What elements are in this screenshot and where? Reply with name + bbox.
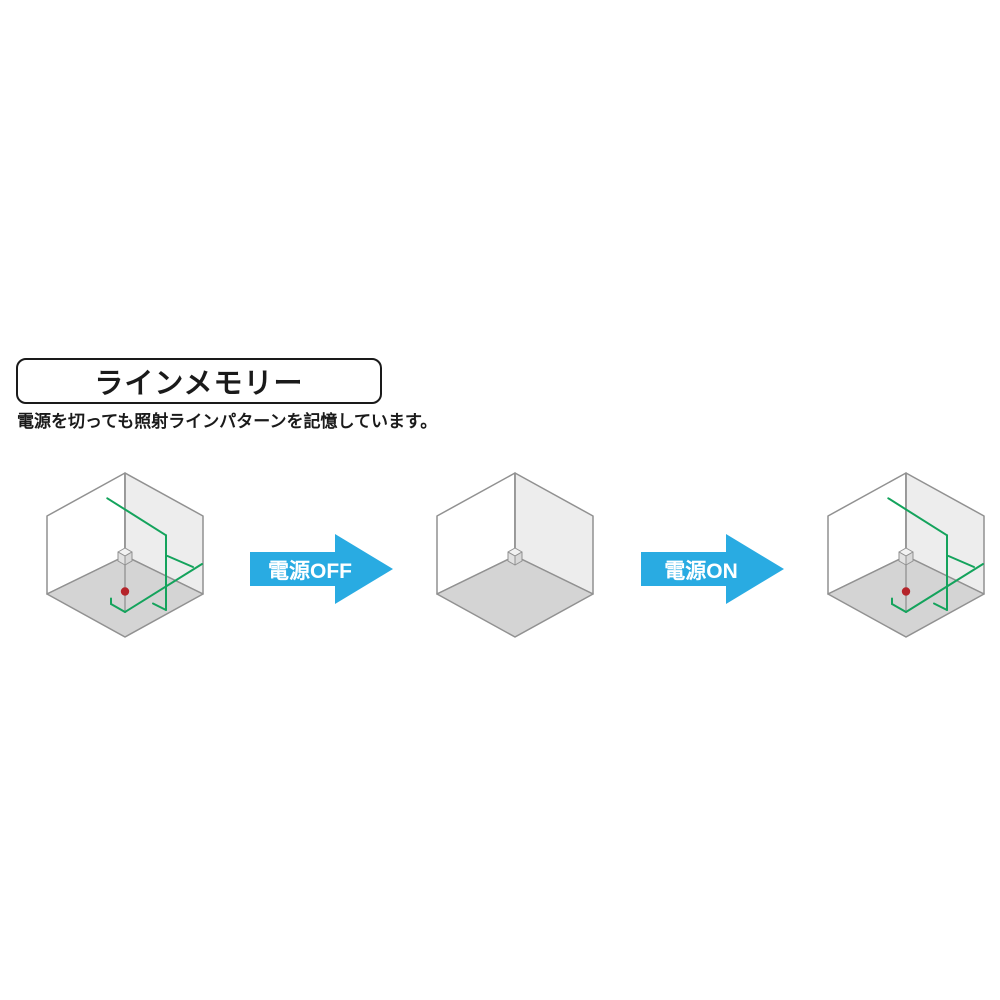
laser-device-right	[905, 551, 914, 566]
laser-wall-horizontal	[887, 497, 948, 537]
room-cube-laser-off	[436, 472, 594, 638]
page-subtitle: 電源を切っても照射ラインパターンを記憶しています。	[17, 412, 438, 431]
laser-right-short-segment	[947, 555, 975, 568]
arrow-shape	[641, 534, 784, 604]
green-laser-lines	[887, 497, 984, 613]
room-cube-laser-on-right	[827, 472, 985, 638]
laser-device-right	[514, 551, 523, 566]
laser-floor-left-arm	[891, 603, 907, 613]
plumb-dot	[120, 587, 130, 596]
laser-wall-horizontal	[106, 497, 167, 537]
green-laser-lines	[106, 497, 203, 613]
laser-floor-left-arm	[110, 603, 126, 613]
plumb-dot	[901, 587, 911, 596]
laser-vertical-foot-tick	[152, 602, 167, 611]
arrow-shape	[250, 534, 393, 604]
room-cube-laser-on-left	[46, 472, 204, 638]
power-off-arrow	[250, 534, 393, 604]
laser-device-right	[124, 551, 133, 566]
laser-floor-diagonal	[124, 563, 203, 613]
page-title: ラインメモリー	[94, 368, 304, 400]
power-on-arrow	[641, 534, 784, 604]
laser-right-short-segment	[166, 555, 194, 568]
title-box: ラインメモリー	[16, 358, 382, 404]
laser-vertical-foot-tick	[933, 602, 948, 611]
floor-face	[436, 555, 594, 638]
laser-floor-diagonal	[905, 563, 984, 613]
